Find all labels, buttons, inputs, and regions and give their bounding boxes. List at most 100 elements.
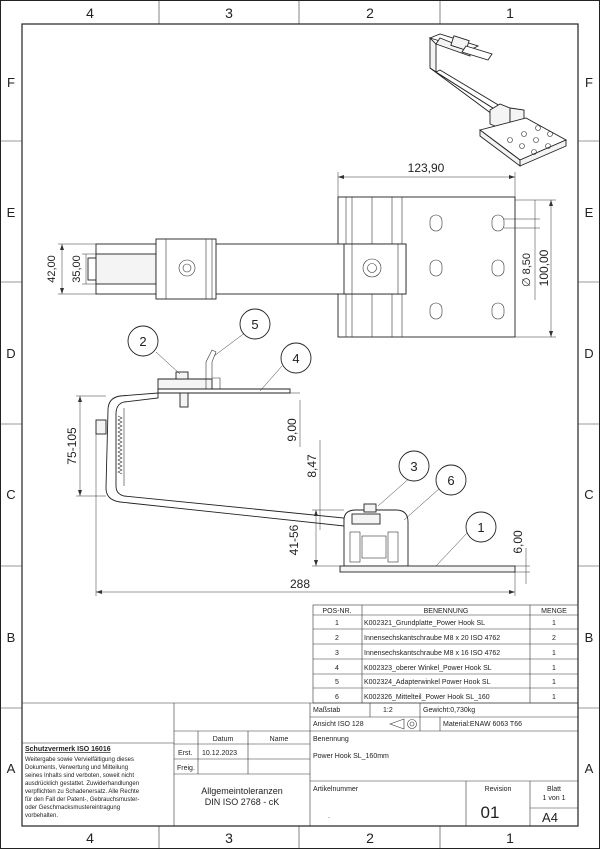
revision-label: Revision [485, 786, 512, 793]
dim-left-inner: 35,00 [71, 255, 83, 283]
toleranz-line-1: Allgemeintoleranzen [201, 786, 283, 796]
balloon-6: 6 [447, 473, 454, 488]
bom-row-6-pos: 6 [335, 694, 339, 701]
projection-symbol-icon [389, 718, 417, 730]
bom-row-2-pos: 2 [335, 635, 339, 642]
row-label-left-D: D [6, 346, 15, 361]
row-label-right-C: C [584, 487, 593, 502]
gewicht: Gewicht:0,730kg [423, 707, 475, 714]
blatt-label: Blatt [547, 786, 561, 793]
balloon-6-circle [435, 464, 467, 496]
balloon-4-circle [280, 342, 312, 374]
bom-row-3-name: Innensechskantschraube M8 x 16 ISO 4762 [364, 650, 500, 657]
dim-left-outer: 42,00 [46, 255, 58, 283]
bom-row-2-qty: 2 [552, 635, 556, 642]
balloon-1: 1 [477, 520, 484, 535]
row-label-right-D: D [584, 346, 593, 361]
dim-offset: 8,47 [305, 454, 319, 478]
row-label-right-F: F [585, 75, 593, 90]
massstab-label: Maßstab [313, 707, 340, 714]
side-view-dimensions [76, 392, 530, 596]
bom-row-5-name: K002324_Adapterwinkel Power Hook SL [364, 679, 491, 686]
blatt-value: 1 von 1 [543, 795, 566, 802]
schutzvermerk-line-4: ausdrücklich gestattet. Zuwiderhandlunge… [25, 781, 139, 787]
material: Material:ENAW 6063 T66 [443, 721, 522, 728]
dim-total-length: 288 [290, 577, 310, 591]
col-label-top-3: 2 [366, 5, 374, 21]
top-view-dimensions [58, 172, 556, 338]
erst-label: Erst. [178, 750, 192, 757]
artikelnummer-label: Artikelnummer [313, 786, 359, 793]
balloon-4: 4 [292, 351, 299, 366]
benennung-value: Power Hook SL_160mm [313, 753, 389, 760]
dim-base-thickness: 6,00 [511, 530, 525, 554]
bom-row-5-pos: 5 [335, 679, 339, 686]
bom-row-4-name: K002323_oberer Winkel_Power Hook SL [364, 665, 492, 672]
schutzvermerk-line-6: für den Fall der Patent-, Gebrauchsmuste… [25, 797, 139, 803]
bom-row-3-qty: 1 [552, 650, 556, 657]
dim-top-width: 123,90 [408, 161, 445, 175]
dim-clamp-range: 41-56 [287, 524, 301, 555]
dim-slot-gap: 9,00 [285, 418, 299, 442]
balloon-2: 2 [139, 334, 146, 349]
balloon-5: 5 [251, 317, 258, 332]
row-label-right-A: A [585, 761, 594, 776]
row-label-left-E: E [7, 205, 16, 220]
col-label-bottom-2: 3 [225, 830, 233, 846]
benennung-label: Benennung [313, 736, 349, 743]
bom-row-6-name: K002326_Mittelteil_Power Hook SL_160 [364, 694, 490, 701]
balloon-3: 3 [410, 459, 417, 474]
col-label-top-1: 4 [86, 5, 94, 21]
row-label-left-C: C [6, 487, 15, 502]
bom-row-5-qty: 1 [552, 679, 556, 686]
bom-header-menge: MENGE [541, 608, 567, 615]
datum-label: Datum [213, 736, 234, 743]
col-label-top-4: 1 [506, 5, 514, 21]
artikelnummer-value: . [328, 813, 330, 820]
schutzvermerk-line-2: Dokuments, Verwertung und Mitteilung [25, 765, 128, 771]
bom-header-pos: POS-NR. [322, 608, 351, 615]
name-label: Name [270, 736, 289, 743]
schutzvermerk-line-5: verpflichten zu Schadenersatz. Alle Rech… [25, 789, 140, 795]
title-block-grid [22, 702, 578, 826]
ansicht: Ansicht ISO 128 [313, 721, 364, 728]
col-label-bottom-1: 4 [86, 830, 94, 846]
freig-label: Freig. [177, 765, 195, 772]
col-label-top-2: 3 [225, 5, 233, 21]
balloon-2-circle [127, 325, 159, 357]
bom-header-benennung: BENENNUNG [424, 608, 469, 615]
row-label-right-B: B [585, 630, 594, 645]
massstab-value: 1:2 [383, 707, 393, 714]
bom-row-1-name: K002321_Grundplatte_Power Hook SL [364, 620, 485, 627]
balloon-leaders [155, 331, 469, 567]
iso-view [428, 33, 568, 167]
dim-height-range: 75-105 [65, 427, 79, 465]
row-label-right-E: E [585, 205, 594, 220]
toleranz-line-2: DIN ISO 2768 - cK [205, 797, 280, 807]
row-label-left-B: B [7, 630, 16, 645]
balloon-3-circle [398, 450, 430, 482]
dim-hole-diameter: ∅ 8,50 [521, 253, 533, 287]
bom-row-6-qty: 1 [552, 694, 556, 701]
schutzvermerk-line-3: seines Inhalts sind verboten, soweit nic… [25, 773, 134, 779]
sheet-format: A4 [542, 810, 558, 825]
dim-plate-height: 100,00 [537, 249, 551, 286]
col-label-bottom-3: 2 [366, 830, 374, 846]
bom-row-4-qty: 1 [552, 665, 556, 672]
schutzvermerk-line-8: vorbehalten. [25, 813, 58, 819]
top-view [87, 196, 516, 338]
balloon-5-circle [239, 308, 271, 340]
schutzvermerk-title: Schutzvermerk ISO 16016 [25, 746, 111, 753]
erst-date: 10.12.2023 [202, 750, 237, 757]
row-label-left-F: F [7, 75, 15, 90]
bom-row-1-qty: 1 [552, 620, 556, 627]
col-label-bottom-4: 1 [506, 830, 514, 846]
schutzvermerk-line-7: oder Geschmacksmustereintragung [25, 805, 120, 811]
bom-row-4-pos: 4 [335, 665, 339, 672]
balloon-1-circle [465, 511, 497, 543]
schutzvermerk-line-1: Weitergabe sowie Vervielfältigung dieses [25, 757, 134, 763]
revision-value: 01 [481, 803, 500, 822]
bom-row-2-name: Innensechskantschraube M8 x 20 ISO 4762 [364, 635, 500, 642]
side-view [95, 349, 516, 573]
